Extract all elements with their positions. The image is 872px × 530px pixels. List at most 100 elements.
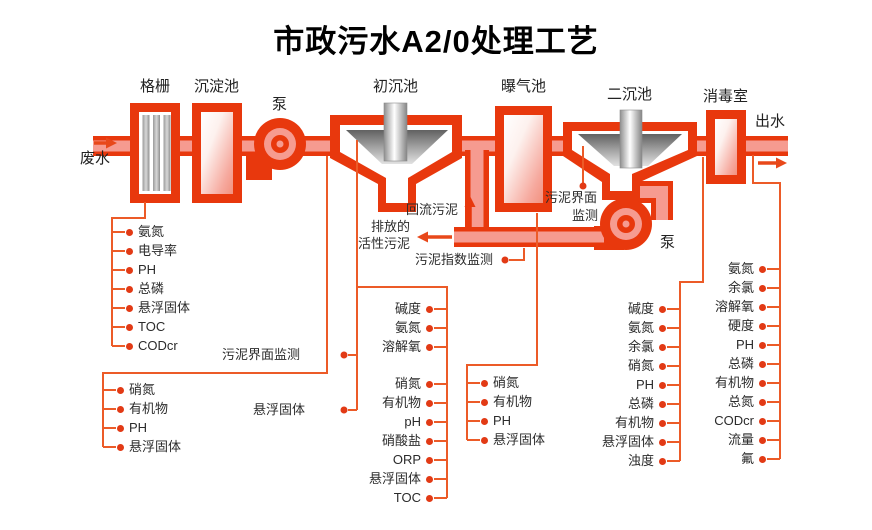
label-disinfection: 消毒室 [703, 88, 749, 105]
branch-line [667, 460, 680, 462]
after-pump-params-item: 硝氮 [103, 381, 159, 399]
param-label: 氨氮 [727, 261, 754, 276]
label-discharged-1: 排放的 [371, 219, 411, 234]
label-discharged-2: 活性污泥 [358, 236, 411, 251]
secondary-params-item: 总磷 [624, 395, 680, 413]
dot-icon [117, 405, 124, 413]
effluent-params-item: 氟 [737, 450, 780, 468]
dot-icon [659, 419, 666, 427]
branch-line [767, 344, 780, 346]
sludge-pump-icon [600, 198, 652, 250]
branch-line [434, 327, 447, 329]
param-label: 有机物 [493, 394, 533, 409]
primary-params-b-item: pH [400, 413, 447, 431]
branch-line [434, 421, 447, 423]
branch-line [434, 478, 447, 480]
dot-icon [759, 417, 766, 425]
dot-icon [481, 417, 488, 425]
param-label: TOC [138, 319, 166, 334]
branch-line [667, 384, 680, 386]
param-label: 悬浮固体 [493, 432, 546, 447]
aeration-params-item: 有机物 [467, 393, 536, 411]
param-label: 悬浮固体 [138, 300, 191, 315]
primary-params-b-item: TOC [390, 489, 447, 507]
effluent-arrow-icon [758, 157, 787, 169]
influent-params-item: PH [112, 261, 160, 279]
param-label: 悬浮固体 [601, 434, 654, 449]
branch-line [767, 325, 780, 327]
branch-line [434, 346, 447, 348]
branch-line [667, 346, 680, 348]
secondary-clarifier [563, 109, 697, 200]
param-label: 氨氮 [138, 224, 165, 239]
dot-icon [759, 265, 766, 273]
param-label: 氨氮 [394, 320, 421, 335]
influent-params-item: 电导率 [112, 242, 181, 260]
primary-params-b-item: ORP [389, 451, 447, 469]
branch-line [112, 326, 125, 328]
dot-icon [426, 324, 433, 332]
param-label: 氨氮 [627, 320, 654, 335]
secondary-params-item: 余氯 [624, 338, 680, 356]
param-label: ORP [392, 452, 421, 467]
branch-line [467, 420, 480, 422]
effluent-params-item: 总磷 [724, 355, 780, 373]
primary-params-b-item: 有机物 [378, 394, 447, 412]
dot-icon [659, 400, 666, 408]
effluent-params-item: 有机物 [711, 374, 780, 392]
primary-params-a-item: 氨氮 [391, 319, 447, 337]
branch-line [667, 441, 680, 443]
dot-icon [426, 456, 433, 464]
label-secondary: 二沉池 [607, 86, 653, 103]
label-influent: 废水 [80, 150, 111, 167]
label-aeration: 曝气池 [501, 78, 547, 95]
param-label: PH [493, 413, 512, 428]
param-label: 有机物 [129, 401, 169, 416]
param-label: CODcr [714, 413, 754, 428]
param-label: 余氯 [727, 280, 754, 295]
after-pump-params-item: 悬浮固体 [103, 438, 185, 456]
dot-icon [659, 324, 666, 332]
param-label: 悬浮固体 [129, 439, 182, 454]
dot-icon [759, 303, 766, 311]
branch-line [434, 440, 447, 442]
param-label: 余氯 [627, 339, 654, 354]
param-label: 流量 [727, 432, 754, 447]
dot-icon [426, 380, 433, 388]
primary-params-b-item: 硝氮 [391, 375, 447, 393]
dot-icon [117, 386, 124, 394]
branch-line [103, 446, 116, 448]
param-label: 总磷 [138, 281, 165, 296]
effluent-params-item: 硬度 [724, 317, 780, 335]
param-label: 总磷 [627, 396, 654, 411]
dot-icon [481, 436, 488, 444]
dot-icon [759, 360, 766, 368]
branch-line [467, 401, 480, 403]
label-sludge-index: 污泥指数监测 [415, 252, 494, 267]
dot-icon [759, 455, 766, 463]
primary-clarifier [330, 102, 462, 212]
secondary-params-item: 悬浮固体 [598, 433, 680, 451]
primary-params-b-item: 悬浮固体 [365, 470, 447, 488]
sedimentation-tank [192, 103, 242, 203]
dot-icon [659, 362, 666, 370]
param-label: 有机物 [614, 415, 654, 430]
dot-icon [759, 379, 766, 387]
dot-icon [759, 322, 766, 330]
param-label: 硝酸盐 [381, 433, 421, 448]
dot-icon [481, 398, 488, 406]
aeration-tank [495, 106, 552, 212]
branch-line [667, 365, 680, 367]
param-label: 碱度 [394, 301, 421, 316]
param-label: 有机物 [714, 375, 754, 390]
branch-line [667, 308, 680, 310]
dot-icon [126, 304, 133, 312]
effluent-params-item: 总氮 [724, 393, 780, 411]
branch-line [767, 268, 780, 270]
label-primary: 初沉池 [373, 78, 419, 95]
aeration-params-item: 悬浮固体 [467, 431, 549, 449]
branch-line [103, 427, 116, 429]
dot-icon [659, 343, 666, 351]
dot-icon [759, 436, 766, 444]
